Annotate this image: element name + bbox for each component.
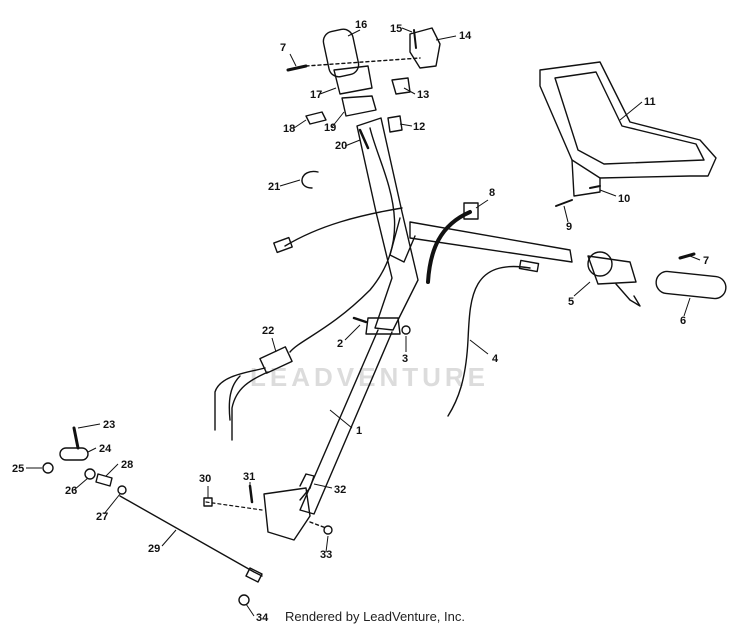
harness-box bbox=[259, 346, 293, 374]
callout-1: 1 bbox=[356, 425, 362, 437]
callout-6: 6 bbox=[680, 315, 686, 327]
callout-33: 33 bbox=[320, 549, 332, 561]
clip-12 bbox=[387, 115, 403, 133]
callout-18: 18 bbox=[283, 123, 295, 135]
nut-34 bbox=[238, 594, 250, 606]
callout-5: 5 bbox=[568, 296, 574, 308]
cover-11 bbox=[539, 61, 717, 179]
switch-13 bbox=[391, 77, 411, 95]
cable-4 bbox=[447, 265, 531, 417]
callout-16: 16 bbox=[355, 19, 367, 31]
callout-17: 17 bbox=[310, 89, 322, 101]
lower-bracket bbox=[263, 487, 311, 541]
throttle-5-dial bbox=[587, 251, 613, 277]
screw-15 bbox=[413, 29, 417, 49]
rod-29 bbox=[119, 495, 263, 577]
pin-7-right bbox=[678, 252, 696, 260]
clip-21 bbox=[301, 170, 319, 189]
washer-27 bbox=[117, 485, 127, 495]
cable-left bbox=[284, 207, 403, 247]
leader-lines bbox=[26, 27, 701, 617]
bolt-32 bbox=[299, 473, 315, 489]
nut-25 bbox=[42, 462, 54, 474]
screw-10 bbox=[589, 185, 601, 189]
callout-22: 22 bbox=[262, 325, 274, 337]
handle-tube bbox=[356, 117, 419, 331]
callout-26: 26 bbox=[65, 485, 77, 497]
control-block-17 bbox=[333, 65, 373, 95]
bracket-18 bbox=[305, 111, 327, 125]
callout-10: 10 bbox=[618, 193, 630, 205]
callout-31: 31 bbox=[243, 471, 255, 483]
callout-28: 28 bbox=[121, 459, 133, 471]
callout-12: 12 bbox=[413, 121, 425, 133]
callout-8: 8 bbox=[489, 187, 495, 199]
nut-33 bbox=[323, 525, 333, 535]
part-callouts: 1 2 3 4 5 6 7 7 8 9 10 11 12 13 14 15 16… bbox=[12, 19, 709, 624]
screw-9 bbox=[555, 199, 573, 207]
throttle-5-body bbox=[587, 255, 637, 285]
bolt-20 bbox=[358, 128, 370, 150]
callout-25: 25 bbox=[12, 463, 24, 475]
cable-8 bbox=[426, 210, 472, 284]
cover-11-detail bbox=[554, 71, 705, 165]
spacer-28 bbox=[95, 473, 113, 487]
callout-32: 32 bbox=[334, 484, 346, 496]
callout-3: 3 bbox=[402, 353, 408, 365]
grip-16 bbox=[322, 28, 360, 78]
watermark: LEADVENTURE bbox=[250, 362, 489, 392]
cable-upper bbox=[289, 127, 396, 353]
callout-4: 4 bbox=[492, 353, 499, 365]
control-block-19 bbox=[341, 95, 377, 117]
bolt-32-link bbox=[299, 487, 311, 501]
callout-9: 9 bbox=[566, 221, 572, 233]
grip-6 bbox=[655, 270, 727, 300]
callout-15: 15 bbox=[390, 23, 402, 35]
nut-26 bbox=[84, 468, 96, 480]
pin-link bbox=[305, 57, 421, 67]
pin-7-left bbox=[286, 64, 308, 72]
lower-handle-tube bbox=[299, 329, 393, 515]
callout-13: 13 bbox=[417, 89, 429, 101]
bolt-23 bbox=[72, 426, 80, 450]
callout-24: 24 bbox=[99, 443, 112, 455]
callout-27: 27 bbox=[96, 511, 108, 523]
cable-end-left bbox=[273, 236, 293, 254]
callout-14: 14 bbox=[459, 30, 472, 42]
link-33 bbox=[309, 521, 327, 529]
callout-30: 30 bbox=[199, 473, 211, 485]
throttle-5-lever bbox=[615, 283, 641, 307]
crossbar bbox=[409, 221, 573, 263]
callout-7-left: 7 bbox=[280, 42, 286, 54]
block-24 bbox=[59, 447, 89, 461]
callout-20: 20 bbox=[335, 140, 347, 152]
callout-23: 23 bbox=[103, 419, 115, 431]
bolt-2 bbox=[352, 316, 368, 324]
cable-8-clip bbox=[463, 202, 479, 220]
callout-2: 2 bbox=[337, 338, 343, 350]
callout-29: 29 bbox=[148, 543, 160, 555]
bolt-30 bbox=[205, 501, 263, 511]
harness-wires bbox=[214, 367, 269, 441]
tube-clamp bbox=[365, 317, 401, 335]
callout-34: 34 bbox=[256, 612, 269, 624]
nut-3 bbox=[401, 325, 411, 335]
cable-4-end bbox=[518, 259, 540, 273]
cover-11-lower bbox=[571, 159, 601, 197]
footer-credit: Rendered by LeadVenture, Inc. bbox=[285, 609, 465, 624]
lever-14 bbox=[409, 27, 441, 69]
callout-11: 11 bbox=[644, 96, 656, 108]
callout-21: 21 bbox=[268, 181, 280, 193]
handle-fork bbox=[389, 217, 416, 263]
rod-29-end bbox=[245, 567, 263, 583]
pin-31 bbox=[248, 484, 254, 504]
callout-7-right: 7 bbox=[703, 255, 709, 267]
